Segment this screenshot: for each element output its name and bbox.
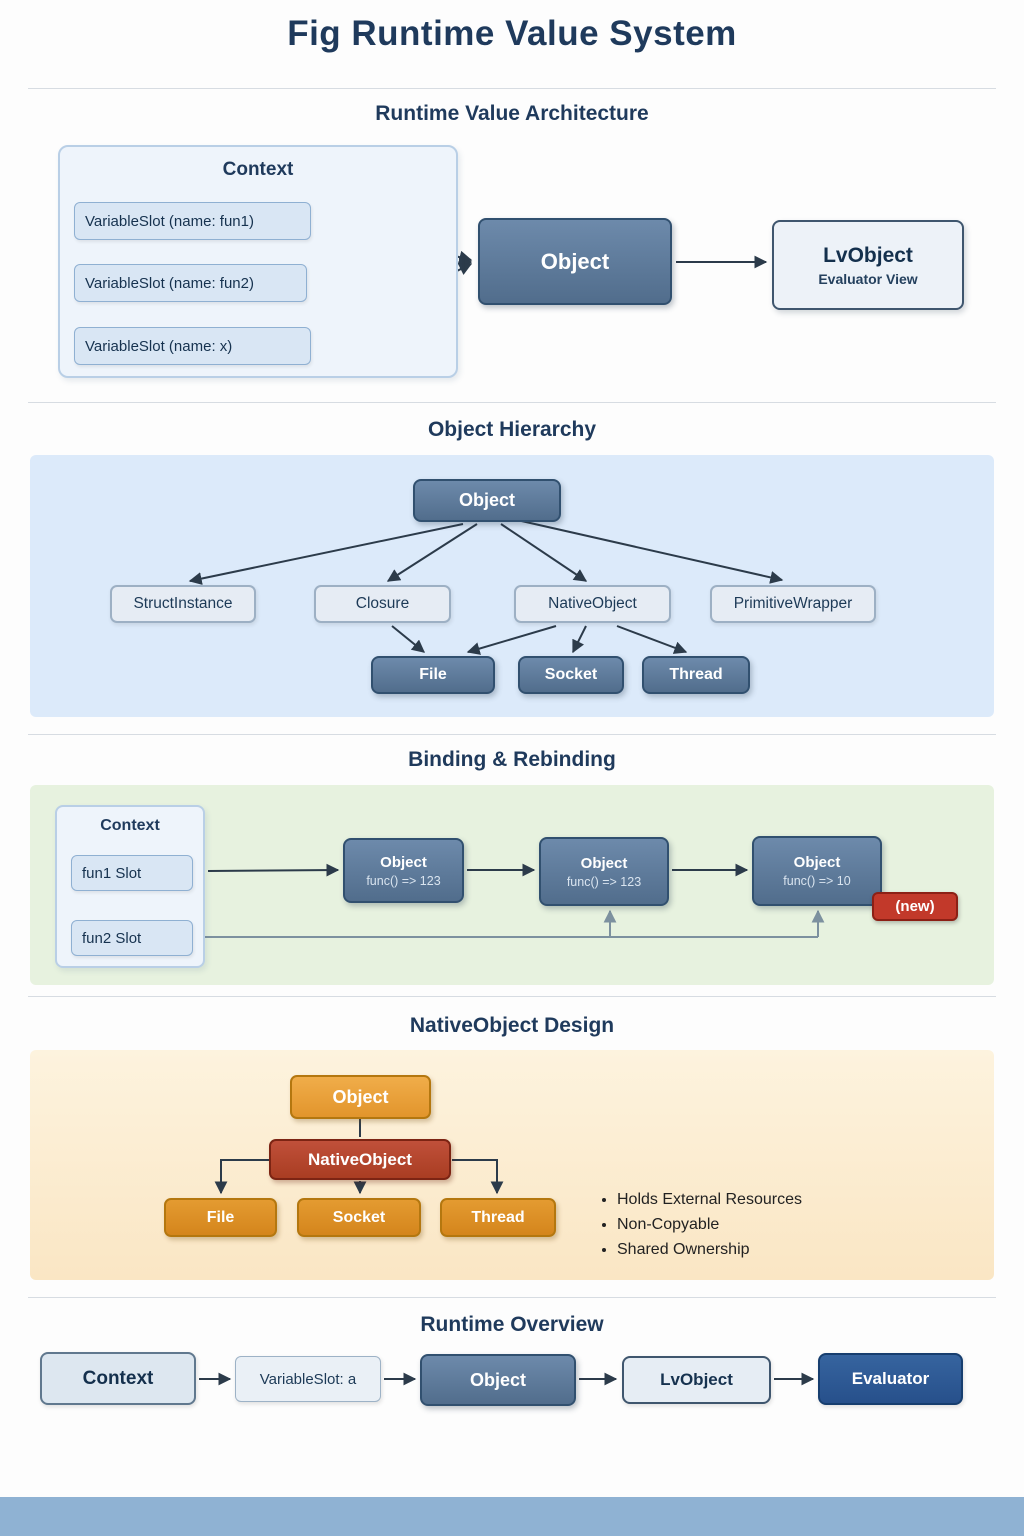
bottom-accent-bar <box>0 1497 1024 1536</box>
section-divider <box>28 734 996 735</box>
lvobject-node: LvObject Evaluator View <box>772 220 964 310</box>
lvobject-subtitle: Evaluator View <box>818 270 918 287</box>
binding-object-3: Object func() => 10 <box>752 836 882 906</box>
context-panel: Context VariableSlot (name: fun1) Variab… <box>58 145 458 378</box>
node-closure: Closure <box>314 585 451 623</box>
binding-object-1: Object func() => 123 <box>343 838 464 903</box>
hierarchy-root-object: Object <box>413 479 561 522</box>
binding-context-panel: Context fun1 Slot fun2 Slot <box>55 805 205 968</box>
fun1-slot: fun1 Slot <box>71 855 193 891</box>
native-socket: Socket <box>297 1198 421 1237</box>
binding-object-2: Object func() => 123 <box>539 837 669 906</box>
section-divider <box>28 996 996 997</box>
note-item: Shared Ownership <box>617 1241 927 1259</box>
node-socket: Socket <box>518 656 624 694</box>
section-divider <box>28 88 996 89</box>
object-title: Object <box>580 854 628 872</box>
node-file: File <box>371 656 495 694</box>
native-design-panel <box>30 1050 994 1280</box>
overview-evaluator: Evaluator <box>818 1353 963 1405</box>
figure-title: Fig Runtime Value System <box>287 14 737 53</box>
node-primitivewrapper: PrimitiveWrapper <box>710 585 876 623</box>
section-header-native-design: NativeObject Design <box>409 1014 615 1037</box>
overview-object: Object <box>420 1354 576 1406</box>
overview-variableslot: VariableSlot: a <box>235 1356 381 1402</box>
native-object-node: NativeObject <box>269 1139 451 1180</box>
object-value: func() => 10 <box>783 874 851 888</box>
native-root-object: Object <box>290 1075 431 1119</box>
object-value: func() => 123 <box>566 874 642 889</box>
overview-context: Context <box>40 1352 196 1405</box>
section-divider <box>28 402 996 403</box>
overview-lvobject: LvObject <box>622 1356 771 1404</box>
section-header-hierarchy: Object Hierarchy <box>427 418 597 441</box>
lvobject-title: LvObject <box>823 243 913 267</box>
object-node: Object <box>478 218 672 305</box>
new-badge: (new) <box>872 892 958 921</box>
note-item: Holds External Resources <box>617 1191 927 1209</box>
section-header-binding: Binding & Rebinding <box>408 748 616 771</box>
node-nativeobject: NativeObject <box>514 585 671 623</box>
native-thread: Thread <box>440 1198 556 1237</box>
object-title: Object <box>380 853 427 871</box>
context-title: Context <box>222 159 294 180</box>
variable-slot-x: VariableSlot (name: x) <box>74 327 311 365</box>
object-title: Object <box>793 854 841 871</box>
native-file: File <box>164 1198 277 1237</box>
node-structinstance: StructInstance <box>110 585 256 623</box>
native-notes-list: Holds External Resources Non-Copyable Sh… <box>597 1184 927 1266</box>
binding-context-title: Context <box>100 817 160 834</box>
fun2-slot: fun2 Slot <box>71 920 193 956</box>
note-item: Non-Copyable <box>617 1216 927 1234</box>
variable-slot-fun2: VariableSlot (name: fun2) <box>74 264 307 302</box>
variable-slot-fun1: VariableSlot (name: fun1) <box>74 202 311 240</box>
object-value: func() => 123 <box>366 873 441 888</box>
section-header-overview: Runtime Overview <box>420 1313 604 1336</box>
section-header-architecture: Runtime Value Architecture <box>375 102 649 125</box>
node-thread: Thread <box>642 656 750 694</box>
section-divider <box>28 1297 996 1298</box>
